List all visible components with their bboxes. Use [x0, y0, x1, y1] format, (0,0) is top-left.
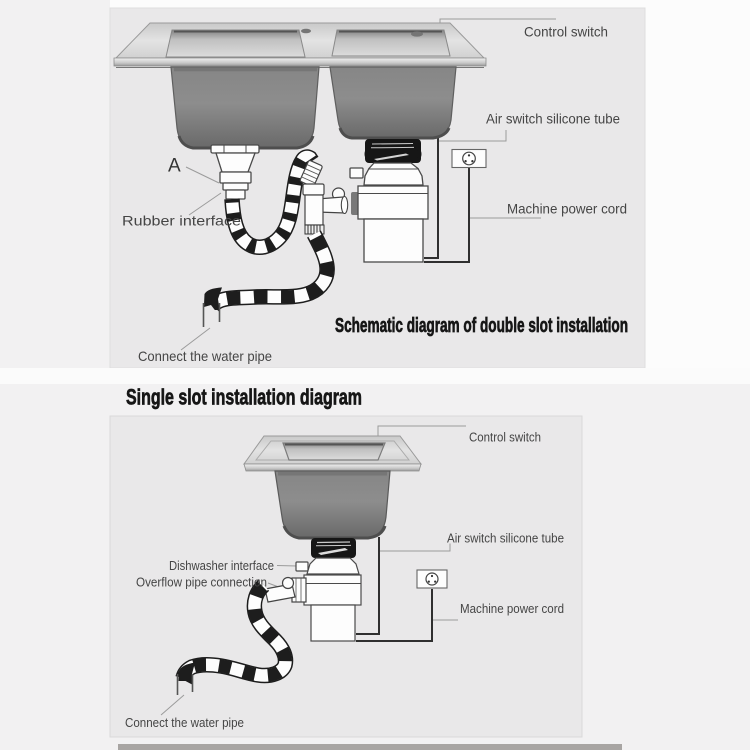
svg-text:Overflow pipe connection: Overflow pipe connection — [136, 575, 267, 590]
svg-text:Control switch: Control switch — [469, 430, 541, 445]
svg-text:Air switch silicone tube: Air switch silicone tube — [486, 111, 620, 127]
svg-text:Single slot installation diagr: Single slot installation diagram — [126, 385, 362, 410]
svg-text:A: A — [168, 156, 181, 177]
svg-text:Schematic diagram of double sl: Schematic diagram of double slot install… — [335, 315, 628, 337]
svg-text:Machine power cord: Machine power cord — [507, 201, 627, 217]
svg-text:Connect the water pipe: Connect the water pipe — [138, 348, 272, 364]
svg-text:Rubber interface: Rubber interface — [122, 213, 241, 229]
svg-text:Connect the water pipe: Connect the water pipe — [125, 715, 244, 730]
svg-text:Control switch: Control switch — [524, 24, 608, 40]
svg-text:Dishwasher interface: Dishwasher interface — [169, 558, 274, 573]
svg-text:Machine power cord: Machine power cord — [460, 601, 564, 616]
svg-text:Air switch silicone tube: Air switch silicone tube — [447, 531, 564, 546]
